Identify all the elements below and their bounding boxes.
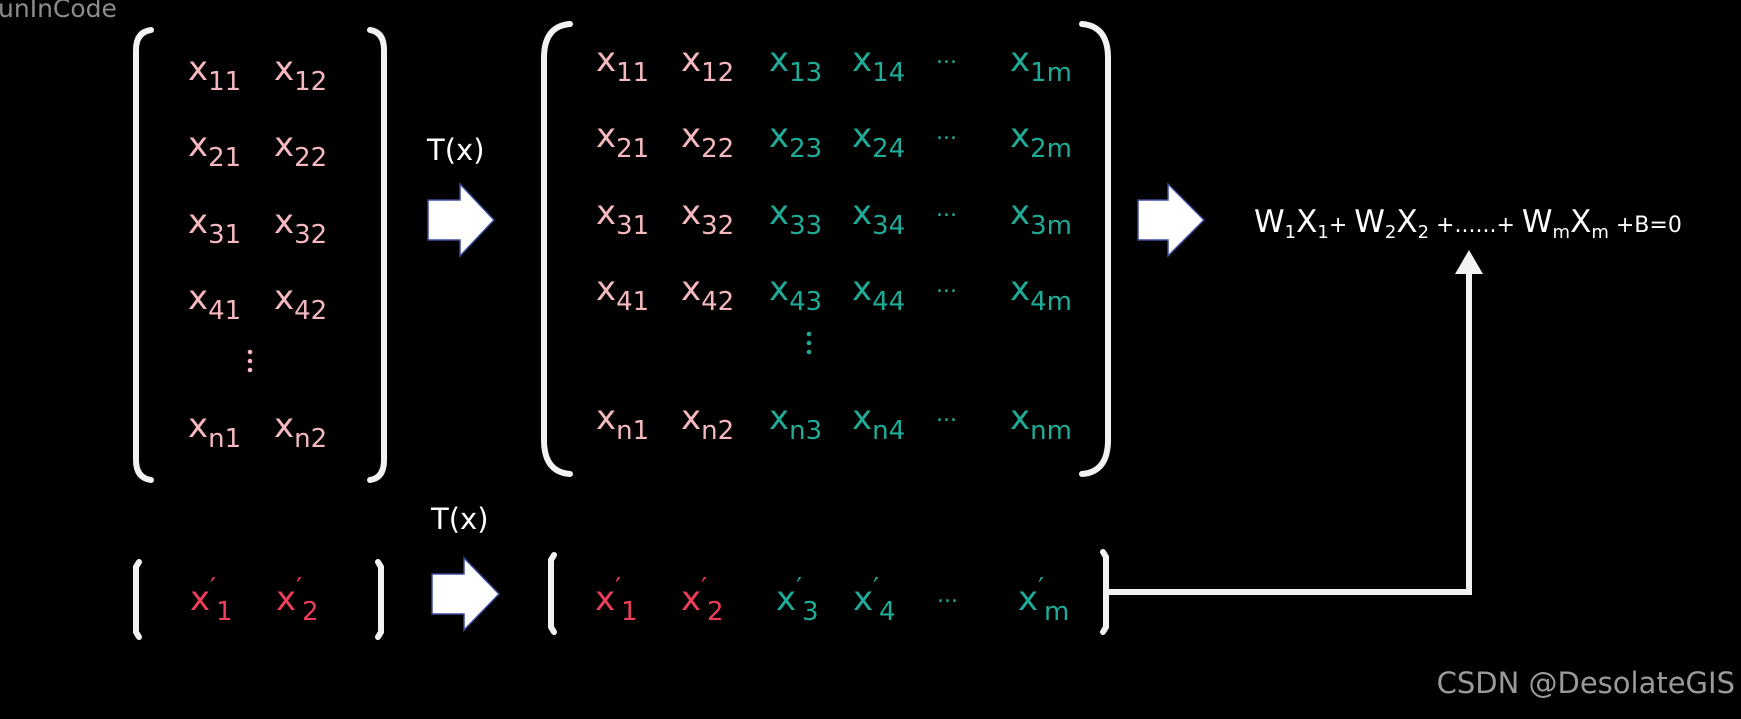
- matrix-cell: x11: [188, 49, 241, 97]
- matrix-cell: x22: [681, 116, 734, 164]
- matrix-cell: x13: [769, 40, 822, 88]
- matrix-cell: x21: [188, 125, 241, 173]
- matrix-cell: x1m: [1010, 40, 1072, 88]
- matrix-cell: x32: [274, 202, 327, 250]
- decision-boundary-equation: W1​X1​+ W2​X2​ +......+ Wm​Xm​ +B=0: [1254, 204, 1682, 243]
- matrix-cell: x41: [188, 278, 241, 326]
- matrix-cell: xn1: [188, 406, 241, 454]
- brackets: [133, 21, 1111, 640]
- ellipsis: ...: [936, 402, 957, 427]
- vector-cell: x′2: [681, 573, 724, 627]
- matrix-cell: xnm: [1010, 398, 1072, 446]
- matrix-cell: x11: [596, 40, 649, 88]
- ellipsis: ...: [936, 120, 957, 145]
- right-vector-open-bracket: [548, 552, 557, 635]
- left-vector-open-bracket: [133, 559, 142, 640]
- transform-label-bottom: T(x): [430, 502, 489, 536]
- left-matrix-close-bracket: [367, 27, 387, 483]
- right-vector: x′1 x′2 x′3 x′4... x′m: [595, 573, 1069, 627]
- matrix-cell: x44: [852, 269, 905, 317]
- right-matrix: x11 x12 x13 x14... x1m x21 x22 x23 x24... x2m x31 x…: [596, 40, 1072, 446]
- right-matrix-close-bracket: [1079, 21, 1111, 477]
- vector-cell: x′4: [853, 573, 896, 627]
- corner-label: unInCode: [0, 0, 117, 23]
- matrix-cell: x42: [274, 278, 327, 326]
- transform-arrow-top: [427, 182, 496, 258]
- connector-arrowhead: [1455, 250, 1483, 274]
- connector-line: [1106, 272, 1472, 595]
- vector-cell: x′1: [595, 573, 638, 627]
- ellipsis: ...: [936, 44, 957, 69]
- matrix-cell: x23: [769, 116, 822, 164]
- left-matrix-vertical-dots: [247, 349, 253, 373]
- vector-cell: x′m: [1018, 573, 1069, 627]
- right-matrix-open-bracket: [541, 21, 573, 477]
- ellipsis: ...: [936, 197, 957, 222]
- vector-cell: x′1: [190, 573, 233, 627]
- ellipsis: ...: [936, 273, 957, 298]
- result-arrow: [1137, 182, 1206, 258]
- matrix-cell: xn4: [852, 398, 905, 446]
- matrix-cell: xn2: [274, 406, 327, 454]
- watermark: CSDN @DesolateGIS: [1436, 666, 1735, 700]
- matrix-cell: x24: [852, 116, 905, 164]
- transform-arrow-bottom: [431, 556, 501, 632]
- matrix-cell: x12: [681, 40, 734, 88]
- vector-cell: x′3: [776, 573, 819, 627]
- transform-label-top: T(x): [426, 133, 485, 167]
- matrix-cell: x34: [852, 193, 905, 241]
- matrix-cell: x43: [769, 269, 822, 317]
- matrix-cell: x32: [681, 193, 734, 241]
- matrix-cell: xn1: [596, 398, 649, 446]
- left-vector: x′1 x′2: [190, 573, 319, 627]
- matrix-cell: x14: [852, 40, 905, 88]
- matrix-cell: x41: [596, 269, 649, 317]
- matrix-cell: xn2: [681, 398, 734, 446]
- right-vector-close-bracket: [1100, 549, 1109, 635]
- left-matrix-open-bracket: [133, 27, 154, 483]
- matrix-cell: x42: [681, 269, 734, 317]
- matrix-cell: x31: [596, 193, 649, 241]
- matrix-cell: x22: [274, 125, 327, 173]
- ellipsis: ...: [937, 583, 958, 608]
- right-matrix-vertical-dots: [806, 331, 812, 355]
- matrix-cell: x21: [596, 116, 649, 164]
- matrix-cell: x4m: [1010, 269, 1072, 317]
- matrix-cell: xn3: [769, 398, 822, 446]
- matrix-cell: x2m: [1010, 116, 1072, 164]
- matrix-cell: x3m: [1010, 193, 1072, 241]
- matrix-cell: x31: [188, 202, 241, 250]
- matrix-cell: x33: [769, 193, 822, 241]
- left-vector-close-bracket: [375, 559, 384, 640]
- vector-cell: x′2: [276, 573, 319, 627]
- matrix-cell: x12: [274, 49, 327, 97]
- left-matrix: x11 x12 x21 x22 x31 x32 x41 x42 xn1 xn2: [188, 49, 327, 454]
